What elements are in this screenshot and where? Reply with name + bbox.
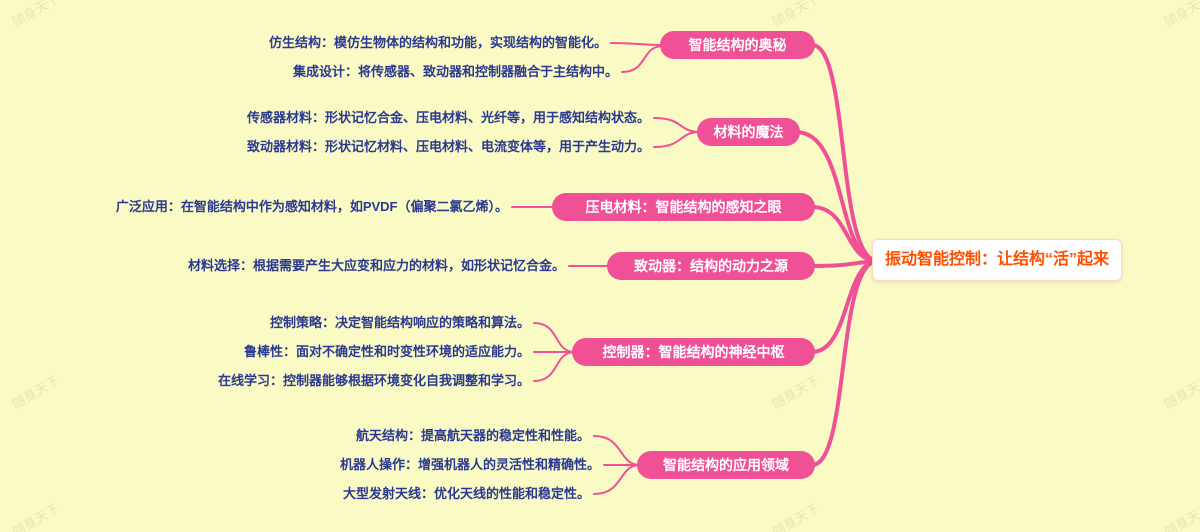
branch-node-piezo-material[interactable]: 压电材料：智能结构的感知之眼 — [552, 193, 815, 221]
watermark: 随身天下 — [1161, 0, 1200, 30]
child-topic-material-selection[interactable]: 材料选择：根据需要产生大应变和应力的材料，如形状记忆合金。 — [187, 258, 565, 273]
branch-node-smart-structure-secret[interactable]: 智能结构的奥秘 — [660, 31, 815, 59]
child-topic-sensor-materials[interactable]: 传感器材料：形状记忆合金、压电材料、光纤等，用于感知结构状态。 — [246, 110, 650, 125]
child-topic-robot-operation[interactable]: 机器人操作：增强机器人的灵活性和精确性。 — [339, 457, 600, 472]
watermark: 随身天下 — [9, 372, 63, 412]
child-topic-robustness[interactable]: 鲁棒性：面对不确定性和时变性环境的适应能力。 — [243, 344, 530, 359]
child-topic-large-antenna[interactable]: 大型发射天线：优化天线的性能和稳定性。 — [342, 486, 590, 501]
child-topic-actuator-materials[interactable]: 致动器材料：形状记忆材料、压电材料、电流变体等，用于产生动力。 — [246, 139, 650, 154]
child-topic-wide-application[interactable]: 广泛应用：在智能结构中作为感知材料，如PVDF（偏聚二氯乙烯）。 — [115, 199, 508, 214]
watermark: 随身天下 — [769, 500, 823, 532]
watermark: 随身天下 — [9, 500, 63, 532]
branch-node-controller[interactable]: 控制器：智能结构的神经中枢 — [572, 338, 815, 366]
watermark: 随身天下 — [9, 0, 63, 30]
branch-node-application-fields[interactable]: 智能结构的应用领域 — [637, 451, 815, 479]
watermark: 随身天下 — [1161, 500, 1200, 532]
child-topic-integrated-design[interactable]: 集成设计：将传感器、致动器和控制器融合于主结构中。 — [292, 64, 618, 79]
branch-node-material-magic[interactable]: 材料的魔法 — [697, 118, 800, 146]
child-topic-bionic-structure[interactable]: 仿生结构：模仿生物体的结构和功能，实现结构的智能化。 — [268, 35, 607, 50]
child-topic-aerospace-structure[interactable]: 航天结构：提高航天器的稳定性和性能。 — [355, 428, 590, 443]
central-topic[interactable]: 振动智能控制：让结构“活”起来 — [872, 239, 1123, 281]
child-topic-control-strategy[interactable]: 控制策略：决定智能结构响应的策略和算法。 — [269, 315, 530, 330]
watermark: 随身天下 — [1161, 372, 1200, 412]
watermark: 随身天下 — [769, 0, 823, 30]
branch-node-actuator[interactable]: 致动器：结构的动力之源 — [607, 252, 815, 280]
watermark: 随身天下 — [769, 372, 823, 412]
child-topic-online-learning[interactable]: 在线学习：控制器能够根据环境变化自我调整和学习。 — [217, 373, 530, 388]
